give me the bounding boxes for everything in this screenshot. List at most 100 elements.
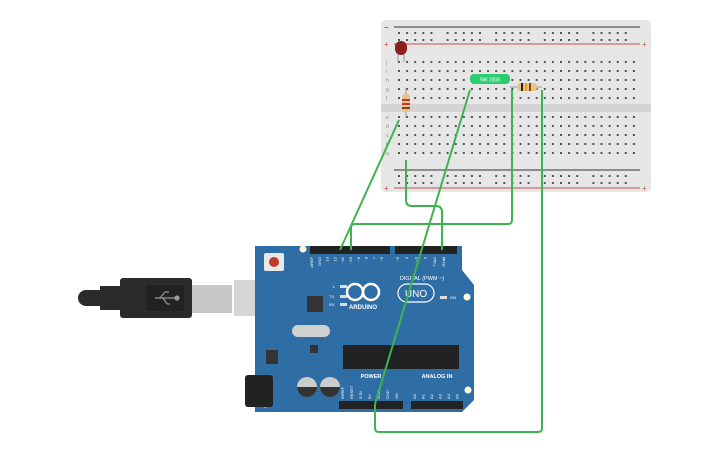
hole[interactable] (470, 116, 473, 118)
hole[interactable] (454, 97, 457, 99)
hole[interactable] (503, 39, 506, 41)
hole[interactable] (406, 70, 409, 72)
hole[interactable] (446, 32, 449, 34)
hole[interactable] (543, 39, 546, 41)
hole[interactable] (527, 143, 530, 145)
hole[interactable] (519, 70, 522, 72)
hole[interactable] (543, 70, 546, 72)
hole[interactable] (543, 79, 546, 81)
hole[interactable] (608, 32, 611, 34)
hole[interactable] (414, 152, 417, 154)
hole[interactable] (519, 143, 522, 145)
hole[interactable] (479, 61, 481, 63)
hole[interactable] (600, 39, 603, 41)
hole[interactable] (462, 143, 465, 145)
hole[interactable] (600, 70, 603, 72)
hole[interactable] (568, 61, 571, 63)
hole[interactable] (519, 175, 522, 177)
hole[interactable] (446, 116, 449, 118)
hole[interactable] (592, 134, 595, 136)
hole[interactable] (543, 61, 546, 63)
hole[interactable] (551, 61, 554, 63)
hole[interactable] (479, 39, 481, 41)
hole[interactable] (495, 32, 498, 34)
hole[interactable] (438, 61, 441, 63)
hole[interactable] (608, 97, 611, 99)
hole[interactable] (519, 182, 522, 184)
hole[interactable] (503, 70, 506, 72)
hole[interactable] (422, 116, 425, 118)
hole[interactable] (503, 61, 506, 63)
hole[interactable] (560, 182, 562, 184)
hole[interactable] (543, 152, 546, 154)
hole[interactable] (616, 134, 619, 136)
sensor-component[interactable]: 5W 2008 (470, 74, 510, 84)
hole[interactable] (398, 70, 400, 72)
hole[interactable] (495, 152, 498, 154)
hole[interactable] (406, 79, 409, 81)
hole[interactable] (608, 125, 611, 127)
hole[interactable] (592, 182, 595, 184)
hole[interactable] (454, 70, 457, 72)
hole[interactable] (503, 88, 506, 90)
hole[interactable] (430, 88, 433, 90)
hole[interactable] (430, 125, 433, 127)
hole[interactable] (535, 79, 538, 81)
hole[interactable] (519, 152, 522, 154)
hole[interactable] (487, 134, 490, 136)
hole[interactable] (422, 175, 425, 177)
hole[interactable] (495, 70, 498, 72)
hole[interactable] (422, 97, 425, 99)
hole[interactable] (616, 39, 619, 41)
hole[interactable] (592, 79, 595, 81)
hole[interactable] (495, 88, 498, 90)
hole[interactable] (479, 125, 481, 127)
hole[interactable] (560, 97, 562, 99)
hole[interactable] (551, 32, 554, 34)
hole[interactable] (422, 134, 425, 136)
hole[interactable] (414, 143, 417, 145)
hole[interactable] (446, 79, 449, 81)
hole[interactable] (438, 88, 441, 90)
hole[interactable] (503, 175, 506, 177)
hole[interactable] (592, 143, 595, 145)
hole[interactable] (624, 143, 627, 145)
hole[interactable] (438, 152, 441, 154)
hole[interactable] (430, 175, 433, 177)
hole[interactable] (608, 39, 611, 41)
hole[interactable] (470, 61, 473, 63)
hole[interactable] (414, 182, 417, 184)
hole[interactable] (446, 61, 449, 63)
hole[interactable] (398, 116, 400, 118)
hole[interactable] (616, 116, 619, 118)
hole[interactable] (470, 97, 473, 99)
hole[interactable] (438, 125, 441, 127)
hole[interactable] (624, 32, 627, 34)
hole[interactable] (584, 61, 587, 63)
hole[interactable] (584, 116, 587, 118)
hole[interactable] (600, 125, 603, 127)
hole[interactable] (576, 143, 579, 145)
hole[interactable] (454, 143, 457, 145)
hole[interactable] (446, 125, 449, 127)
hole[interactable] (560, 143, 562, 145)
hole[interactable] (632, 134, 635, 136)
hole[interactable] (576, 61, 579, 63)
hole[interactable] (398, 143, 400, 145)
hole[interactable] (560, 125, 562, 127)
hole[interactable] (568, 97, 571, 99)
hole[interactable] (551, 97, 554, 99)
hole[interactable] (446, 97, 449, 99)
hole[interactable] (398, 125, 400, 127)
hole[interactable] (462, 79, 465, 81)
hole[interactable] (487, 152, 490, 154)
hole[interactable] (470, 125, 473, 127)
hole[interactable] (479, 143, 481, 145)
hole[interactable] (632, 143, 635, 145)
hole[interactable] (470, 39, 473, 41)
hole[interactable] (600, 61, 603, 63)
hole[interactable] (454, 79, 457, 81)
hole[interactable] (487, 97, 490, 99)
hole[interactable] (576, 79, 579, 81)
hole[interactable] (462, 152, 465, 154)
